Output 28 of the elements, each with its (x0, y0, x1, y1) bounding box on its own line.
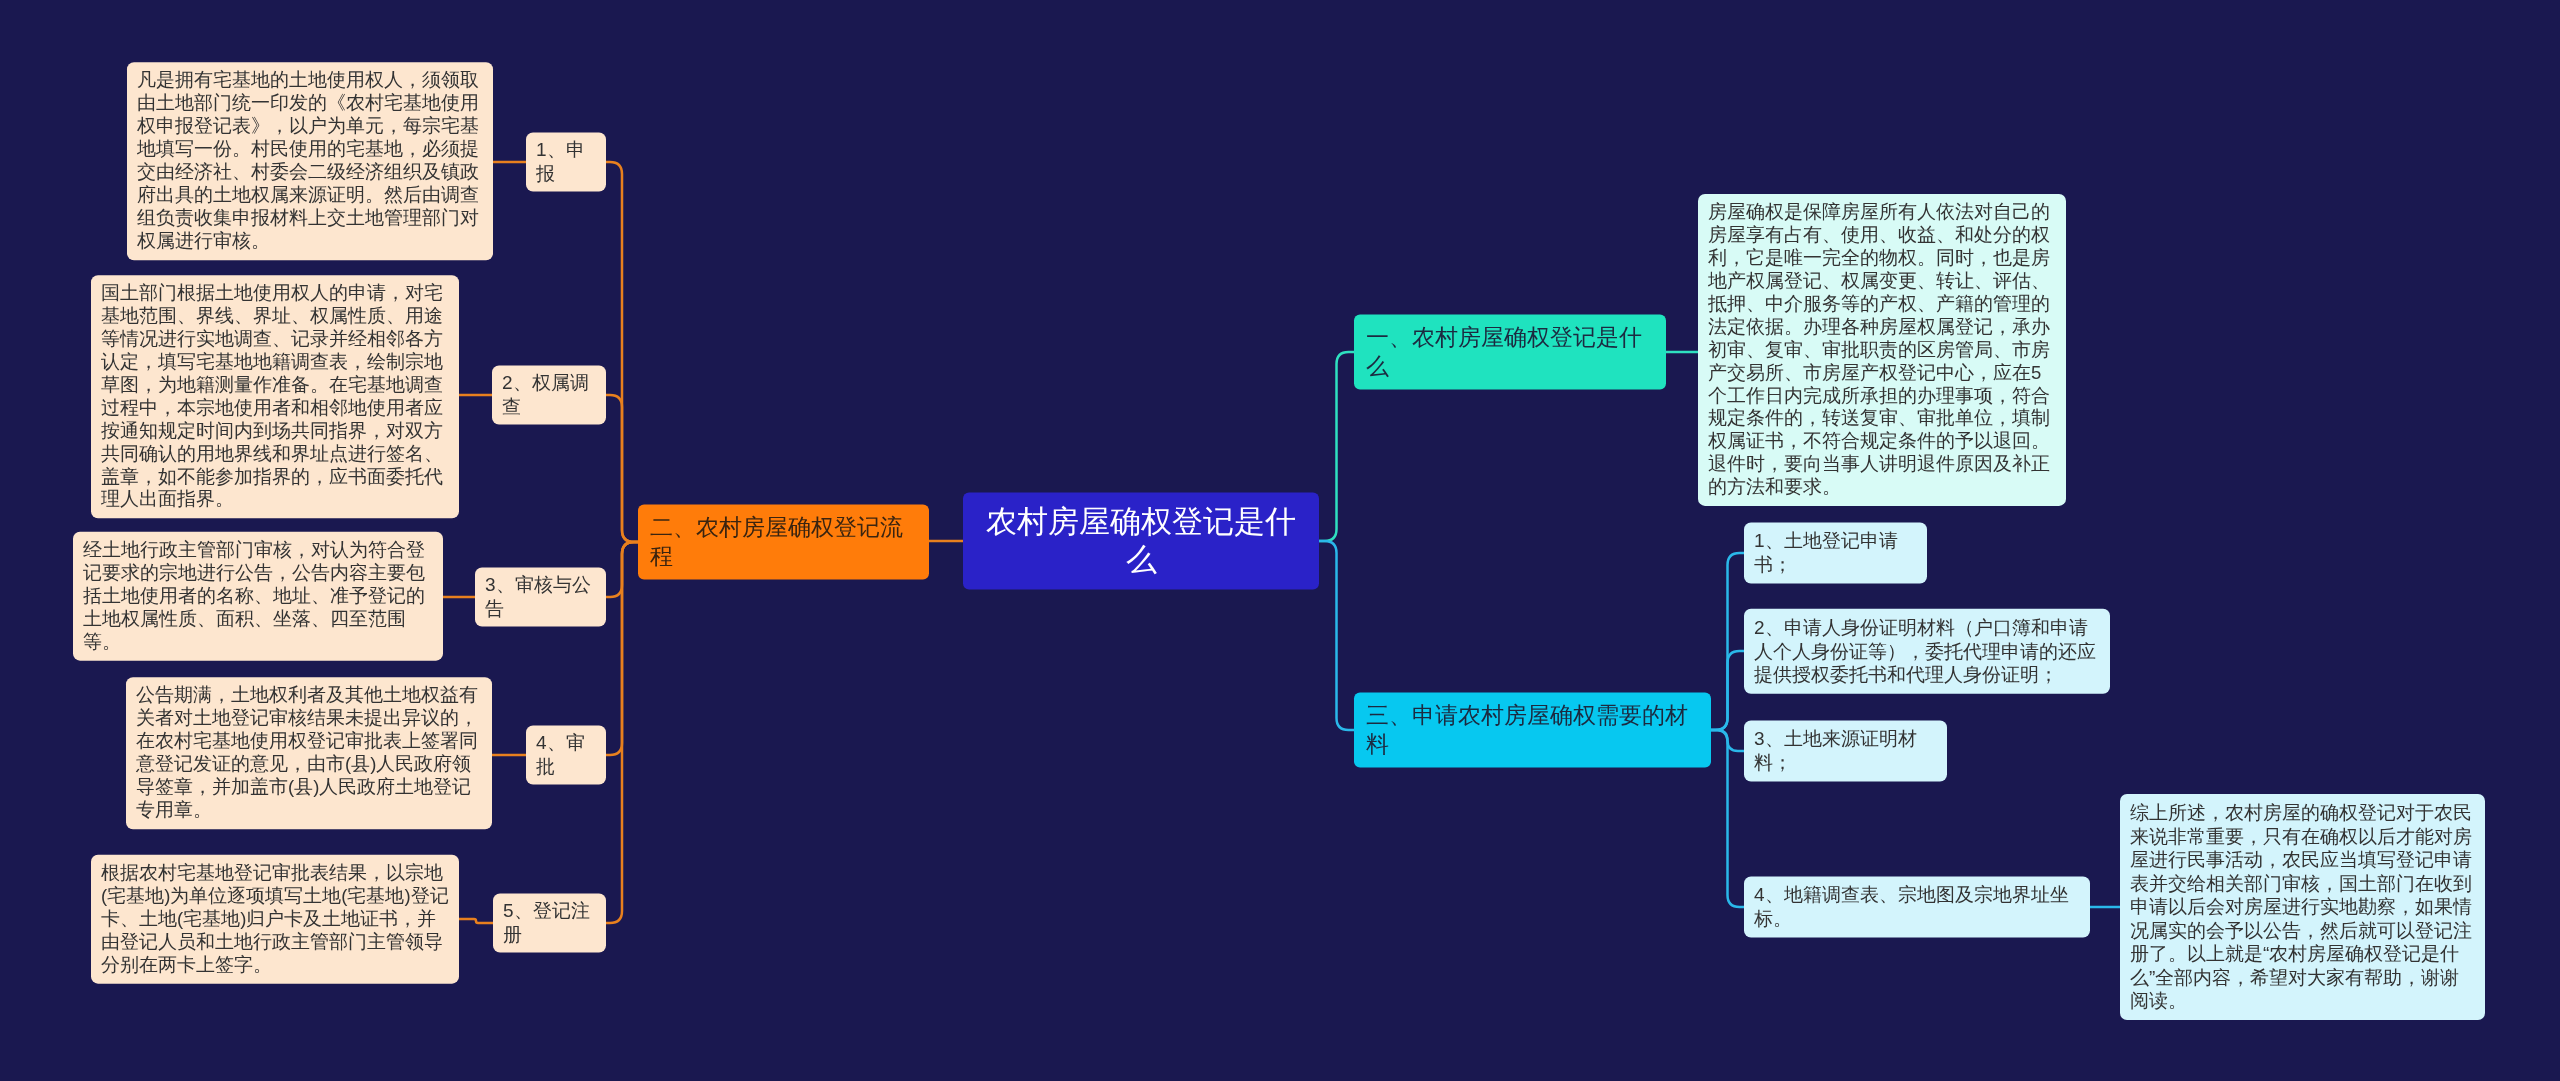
subtopic-box: 5、登记注册 (493, 893, 606, 953)
note-box: 根据农村宅基地登记审批表结果，以宗地(宅基地)为单位逐项填写土地(宅基地)登记卡、土地(宅基地)归户卡及土地证书，并由登记人员和土地行政主管部门主管领导分别在两卡上签字。 (91, 854, 459, 984)
material-box: 1、土地登记申请书； (1744, 522, 1927, 584)
connector-line (459, 393, 492, 397)
topic-box: 一、农村房屋确权登记是什么 (1354, 314, 1666, 390)
subtopic-box: 3、审核与公告 (475, 567, 606, 627)
material-box: 4、地籍调查表、宗地图及宗地界址坐标。 (1744, 876, 2090, 938)
material-box: 2、申请人身份证明材料（户口簿和申请人个人身份证等），委托代理申请的还应提供授权委托书和代理人身份证明； (1744, 608, 2110, 694)
material-box: 3、土地来源证明材料； (1744, 720, 1947, 782)
note-box: 公告期满，土地权利者及其他土地权益有关者对土地登记审核结果未提出异议的，在农村宅基地使用权登记审批表上签署同意登记发证的意见，由市(县)人民政府领导签章，并加盖市(县)人民政府土地登记专用章。 (126, 677, 492, 829)
subtopic-box: 2、权属调查 (492, 365, 606, 425)
note-box: 经土地行政主管部门审核，对认为符合登记要求的宗地进行公告，公告内容主要包括土地使用者的名称、地址、准予登记的土地权属性质、面积、坐落、四至范围等。 (73, 531, 443, 661)
connector-line (443, 595, 475, 599)
connector-line (493, 160, 526, 164)
note-box: 国土部门根据土地使用权人的申请，对宅基地范围、界线、界址、权属性质、用途等情况进行实地调查、记录并经相邻各方认定，填写宅基地地籍调查表，绘制宗地草图，为地籍测量作准备。在宅基地调查过程中，本宗地使用者和相邻地使用者应按通知规定时间内到场共同指界，对双方共同确认的用地界线和界址点进行签名、盖章，如不能参加指界的，应书面委托代理人出面指界。 (91, 275, 459, 519)
connector-line (1666, 350, 1698, 354)
subtopic-box: 4、审批 (526, 725, 606, 785)
note-box: 凡是拥有宅基地的土地使用权人，须领取由土地部门统一印发的《农村宅基地使用权申报登记表》，以户为单元，每宗宅基地填写一份。村民使用的宅基地，必须提交由经济社、村委会二级经济组织及镇政府出具的土地权属来源证明。然后由调查组负责收集申报材料上交土地管理部门对权属进行审核。 (127, 62, 493, 260)
topic-box: 二、农村房屋确权登记流程 (638, 504, 929, 580)
connector-line (2090, 905, 2120, 909)
central-topic-box: 农村房屋确权登记是什么 (963, 492, 1319, 590)
note-box: 综上所述，农村房屋的确权登记对于农民来说非常重要，只有在确权以后才能对房屋进行民事活动，农民应当填写登记申请表并交给相关部门审核，国土部门在收到申请以后会对房屋进行实地勘察，如果情况属实的会予以公告，然后就可以登记注册了。以上就是“农村房屋确权登记是什么”全部内容，希望对大家有帮助，谢谢阅读。 (2120, 794, 2485, 1020)
subtopic-box: 1、申报 (526, 132, 606, 192)
connector-line (492, 753, 526, 757)
connector-line (929, 539, 963, 543)
topic-box: 三、申请农村房屋确权需要的材料 (1354, 692, 1711, 768)
connector-line (459, 917, 493, 925)
note-box: 房屋确权是保障房屋所有人依法对自己的房屋享有占有、使用、收益、和处分的权利，它是唯一完全的物权。同时，也是房地产权属登记、权属变更、转让、评估、抵押、中介服务等的产权、产籍的管理的法定依据。办理各种房屋权属登记，承办初审、复审、审批职责的区房管局、市房产交易所、市房屋产权登记中心，应在5个工作日内完成所承担的办理事项，符合规定条件的，转送复审、审批单位，填制权属证书，不符合规定条件的予以退回。退件时，要向当事人讲明退件原因及补正的方法和要求。 (1698, 193, 2066, 507)
